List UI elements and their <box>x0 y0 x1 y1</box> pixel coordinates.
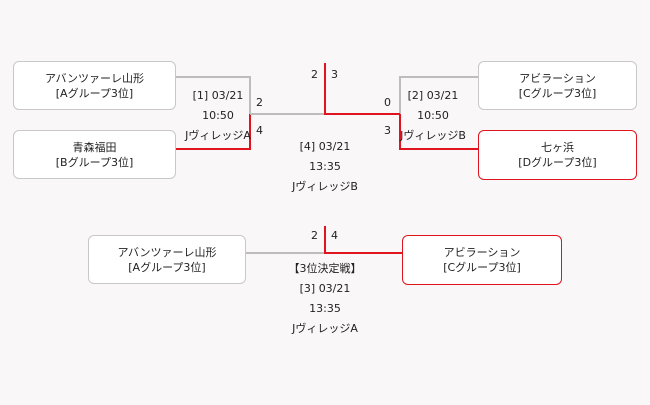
score-m1-top: 2 <box>256 96 263 109</box>
score-final-right: 3 <box>331 68 338 81</box>
team-seed: [Aグループ3位] <box>128 260 206 274</box>
team-name: 七ヶ浜 <box>541 141 574 154</box>
bracket-line-m1-bottom <box>176 114 251 150</box>
bracket-line-third-right <box>324 226 402 254</box>
match-venue: JヴィレッジA <box>185 129 251 142</box>
bracket-line-m1-top <box>176 76 251 114</box>
team-box-t6[interactable]: アビラーション [Cグループ3位] <box>402 235 562 285</box>
match-venue: JヴィレッジB <box>292 180 358 193</box>
bracket-line-m2-bottom <box>399 114 478 150</box>
match-id-date: [3] 03/21 <box>299 282 351 295</box>
match-id-date: [2] 03/21 <box>407 89 459 102</box>
score-m2-top: 0 <box>384 96 391 109</box>
match-venue: JヴィレッジA <box>292 322 358 335</box>
team-box-t4[interactable]: 七ヶ浜 [Dグループ3位] <box>478 130 637 180</box>
bracket-line-final-right <box>324 63 400 115</box>
team-name: アビラーション <box>443 246 521 259</box>
team-seed: [Aグループ3位] <box>55 86 134 100</box>
match1-info[interactable]: [1] 03/21 10:50 JヴィレッジA <box>178 89 258 143</box>
score-third-left: 2 <box>311 229 318 242</box>
match-time: 13:35 <box>309 160 341 173</box>
team-seed: [Dグループ3位] <box>518 156 597 169</box>
team-seed: [Cグループ3位] <box>443 261 521 274</box>
match-id-date: [4] 03/21 <box>299 140 351 153</box>
match-id-date: [1] 03/21 <box>192 89 244 102</box>
team-box-t5[interactable]: アバンツァーレ山形 [Aグループ3位] <box>88 235 246 284</box>
match2-info[interactable]: [2] 03/21 10:50 JヴィレッジB <box>393 89 473 143</box>
team-seed: [Bグループ3位] <box>55 155 134 169</box>
team-name: アバンツァーレ山形 <box>44 71 145 85</box>
team-box-t3[interactable]: アビラーション [Cグループ3位] <box>478 61 637 110</box>
third-place-info[interactable]: 【3位決定戦】 [3] 03/21 13:35 JヴィレッジA <box>270 262 380 336</box>
team-name: アバンツァーレ山形 <box>117 245 217 259</box>
match-venue: JヴィレッジB <box>400 129 466 142</box>
team-name: 青森福田 <box>72 140 117 154</box>
score-third-right: 4 <box>331 229 338 242</box>
score-m1-bottom: 4 <box>256 124 263 137</box>
bracket-line-m2-top <box>399 76 478 114</box>
team-box-t2[interactable]: 青森福田 [Bグループ3位] <box>13 130 176 179</box>
team-seed: [Cグループ3位] <box>518 86 597 100</box>
team-name: アビラーション <box>519 71 596 85</box>
third-place-title: 【3位決定戦】 <box>288 262 362 275</box>
score-m2-bottom: 3 <box>384 124 391 137</box>
match-time: 10:50 <box>202 109 234 122</box>
score-final-left: 2 <box>311 68 318 81</box>
match-time: 13:35 <box>309 302 341 315</box>
team-box-t1[interactable]: アバンツァーレ山形 [Aグループ3位] <box>13 61 176 110</box>
match-time: 10:50 <box>417 109 449 122</box>
final-info[interactable]: [4] 03/21 13:35 JヴィレッジB <box>275 140 375 194</box>
